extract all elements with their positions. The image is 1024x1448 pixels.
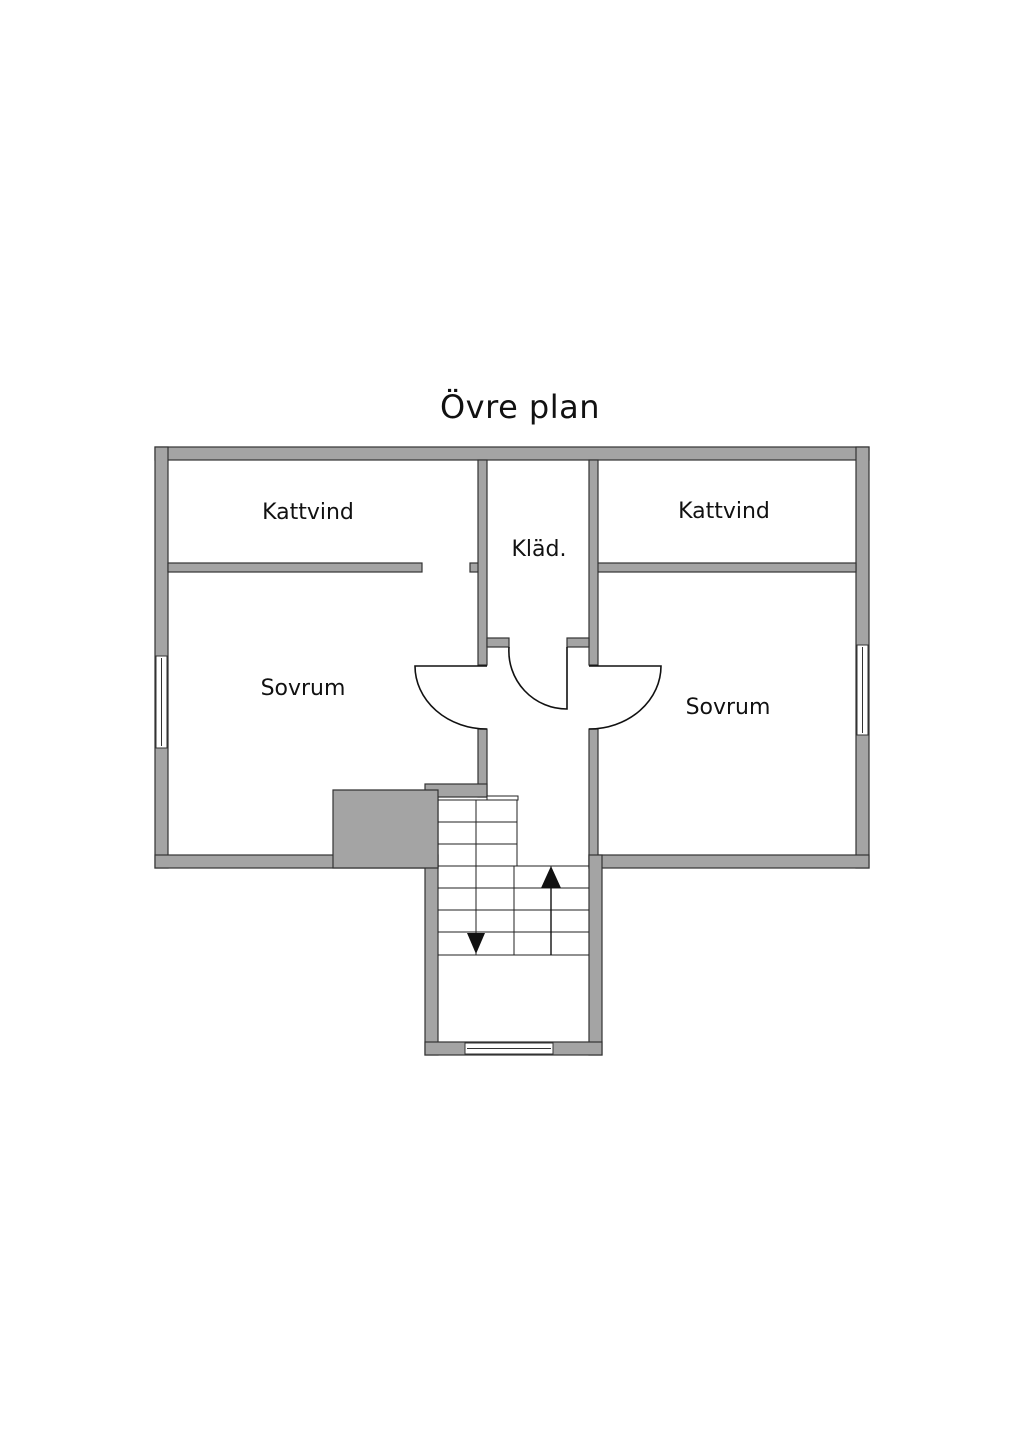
wall-klad-right	[588, 459, 599, 666]
floor-plan-title: Övre plan	[439, 388, 601, 426]
room-label-klad: Kläd.	[512, 537, 567, 562]
stair-up-arrow-icon	[541, 866, 561, 888]
door-klad	[508, 646, 568, 710]
staircase	[438, 795, 589, 956]
wall-klad-left	[477, 459, 488, 666]
stair-down-arrow-icon	[467, 933, 485, 954]
wall-hall-right	[588, 728, 599, 869]
wall-stair-right	[588, 854, 603, 1056]
room-label-kattvind-left: Kattvind	[262, 500, 354, 525]
room-label-sovrum-right: Sovrum	[686, 695, 771, 720]
room-label-sovrum-left: Sovrum	[261, 676, 346, 701]
wall-klad-bottom-right	[566, 637, 590, 648]
outer-wall-bottom-right	[588, 854, 870, 869]
door-left-bedroom	[415, 666, 487, 729]
outer-wall-top	[154, 446, 870, 461]
wall-kattvind-left	[167, 562, 423, 573]
door-right-bedroom	[588, 665, 662, 730]
wall-klad-bottom-left	[486, 637, 510, 648]
chimney-block	[332, 789, 439, 869]
wall-kattvind-right	[596, 562, 857, 573]
room-label-kattvind-right: Kattvind	[678, 499, 770, 524]
